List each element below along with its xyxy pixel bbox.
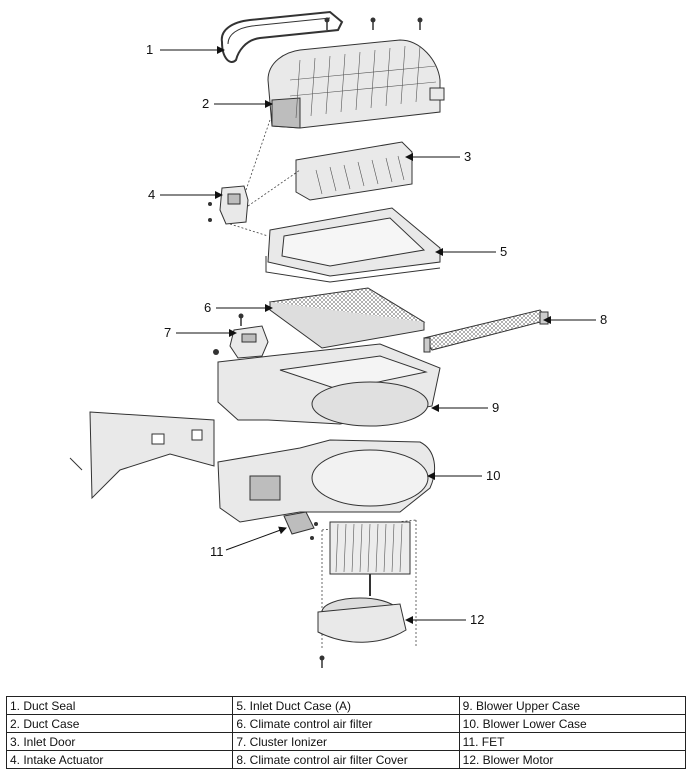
blower-lower-case-part — [217, 439, 436, 523]
cluster-ionizer-part — [213, 313, 269, 359]
legend-cell: 8. Climate control air filter Cover — [232, 750, 460, 769]
legend-cell: 7. Cluster Ionizer — [232, 732, 460, 751]
legend-cell: 4. Intake Actuator — [5, 750, 234, 769]
callout-number-5: 5 — [500, 244, 507, 259]
air-filter-part — [268, 287, 426, 349]
callout-number-7: 7 — [164, 325, 171, 340]
intake-actuator-part — [208, 185, 249, 225]
parts-legend-table: 1. Duct Seal 5. Inlet Duct Case (A) 9. B… — [5, 696, 687, 769]
callout-number-4: 4 — [148, 187, 155, 202]
callout-number-1: 1 — [146, 42, 153, 57]
callout-number-10: 10 — [486, 468, 500, 483]
blower-motor-part — [317, 521, 411, 668]
duct-case-part — [267, 39, 445, 129]
callout-number-9: 9 — [492, 400, 499, 415]
duct-seal-part — [220, 10, 344, 63]
assembly-guide-lines — [229, 119, 417, 648]
blower-upper-case-part — [69, 343, 441, 500]
callout-number-12: 12 — [470, 612, 484, 627]
callout-leaders — [160, 46, 596, 624]
callout-number-11: 11 — [210, 544, 224, 559]
callout-number-2: 2 — [202, 96, 209, 111]
fet-part — [283, 511, 318, 540]
callout-number-8: 8 — [600, 312, 607, 327]
legend-row: 1. Duct Seal 5. Inlet Duct Case (A) 9. B… — [5, 696, 687, 715]
legend-cell: 2. Duct Case — [5, 714, 234, 733]
legend-cell: 10. Blower Lower Case — [458, 714, 687, 733]
legend-row: 4. Intake Actuator 8. Climate control ai… — [5, 750, 687, 769]
screw-icon — [324, 17, 330, 30]
legend-cell: 3. Inlet Door — [5, 732, 234, 751]
legend-row: 2. Duct Case 6. Climate control air filt… — [5, 714, 687, 733]
callout-number-6: 6 — [204, 300, 211, 315]
callout-number-3: 3 — [464, 149, 471, 164]
legend-cell: 6. Climate control air filter — [232, 714, 460, 733]
legend-cell: 11. FET — [458, 732, 687, 751]
legend-row: 3. Inlet Door 7. Cluster Ionizer 11. FET — [5, 732, 687, 751]
inlet-duct-case-part — [265, 207, 441, 283]
screw-icon — [370, 17, 376, 30]
air-filter-cover-part — [423, 309, 549, 353]
legend-cell: 1. Duct Seal — [5, 696, 234, 715]
exploded-parts-diagram: 1 2 3 4 5 6 8 7 9 10 11 12 — [69, 10, 607, 668]
inlet-door-part — [295, 141, 413, 201]
legend-cell: 5. Inlet Duct Case (A) — [232, 696, 460, 715]
legend-cell: 12. Blower Motor — [458, 750, 687, 769]
screw-icon — [417, 17, 423, 30]
legend-cell: 9. Blower Upper Case — [458, 696, 687, 715]
